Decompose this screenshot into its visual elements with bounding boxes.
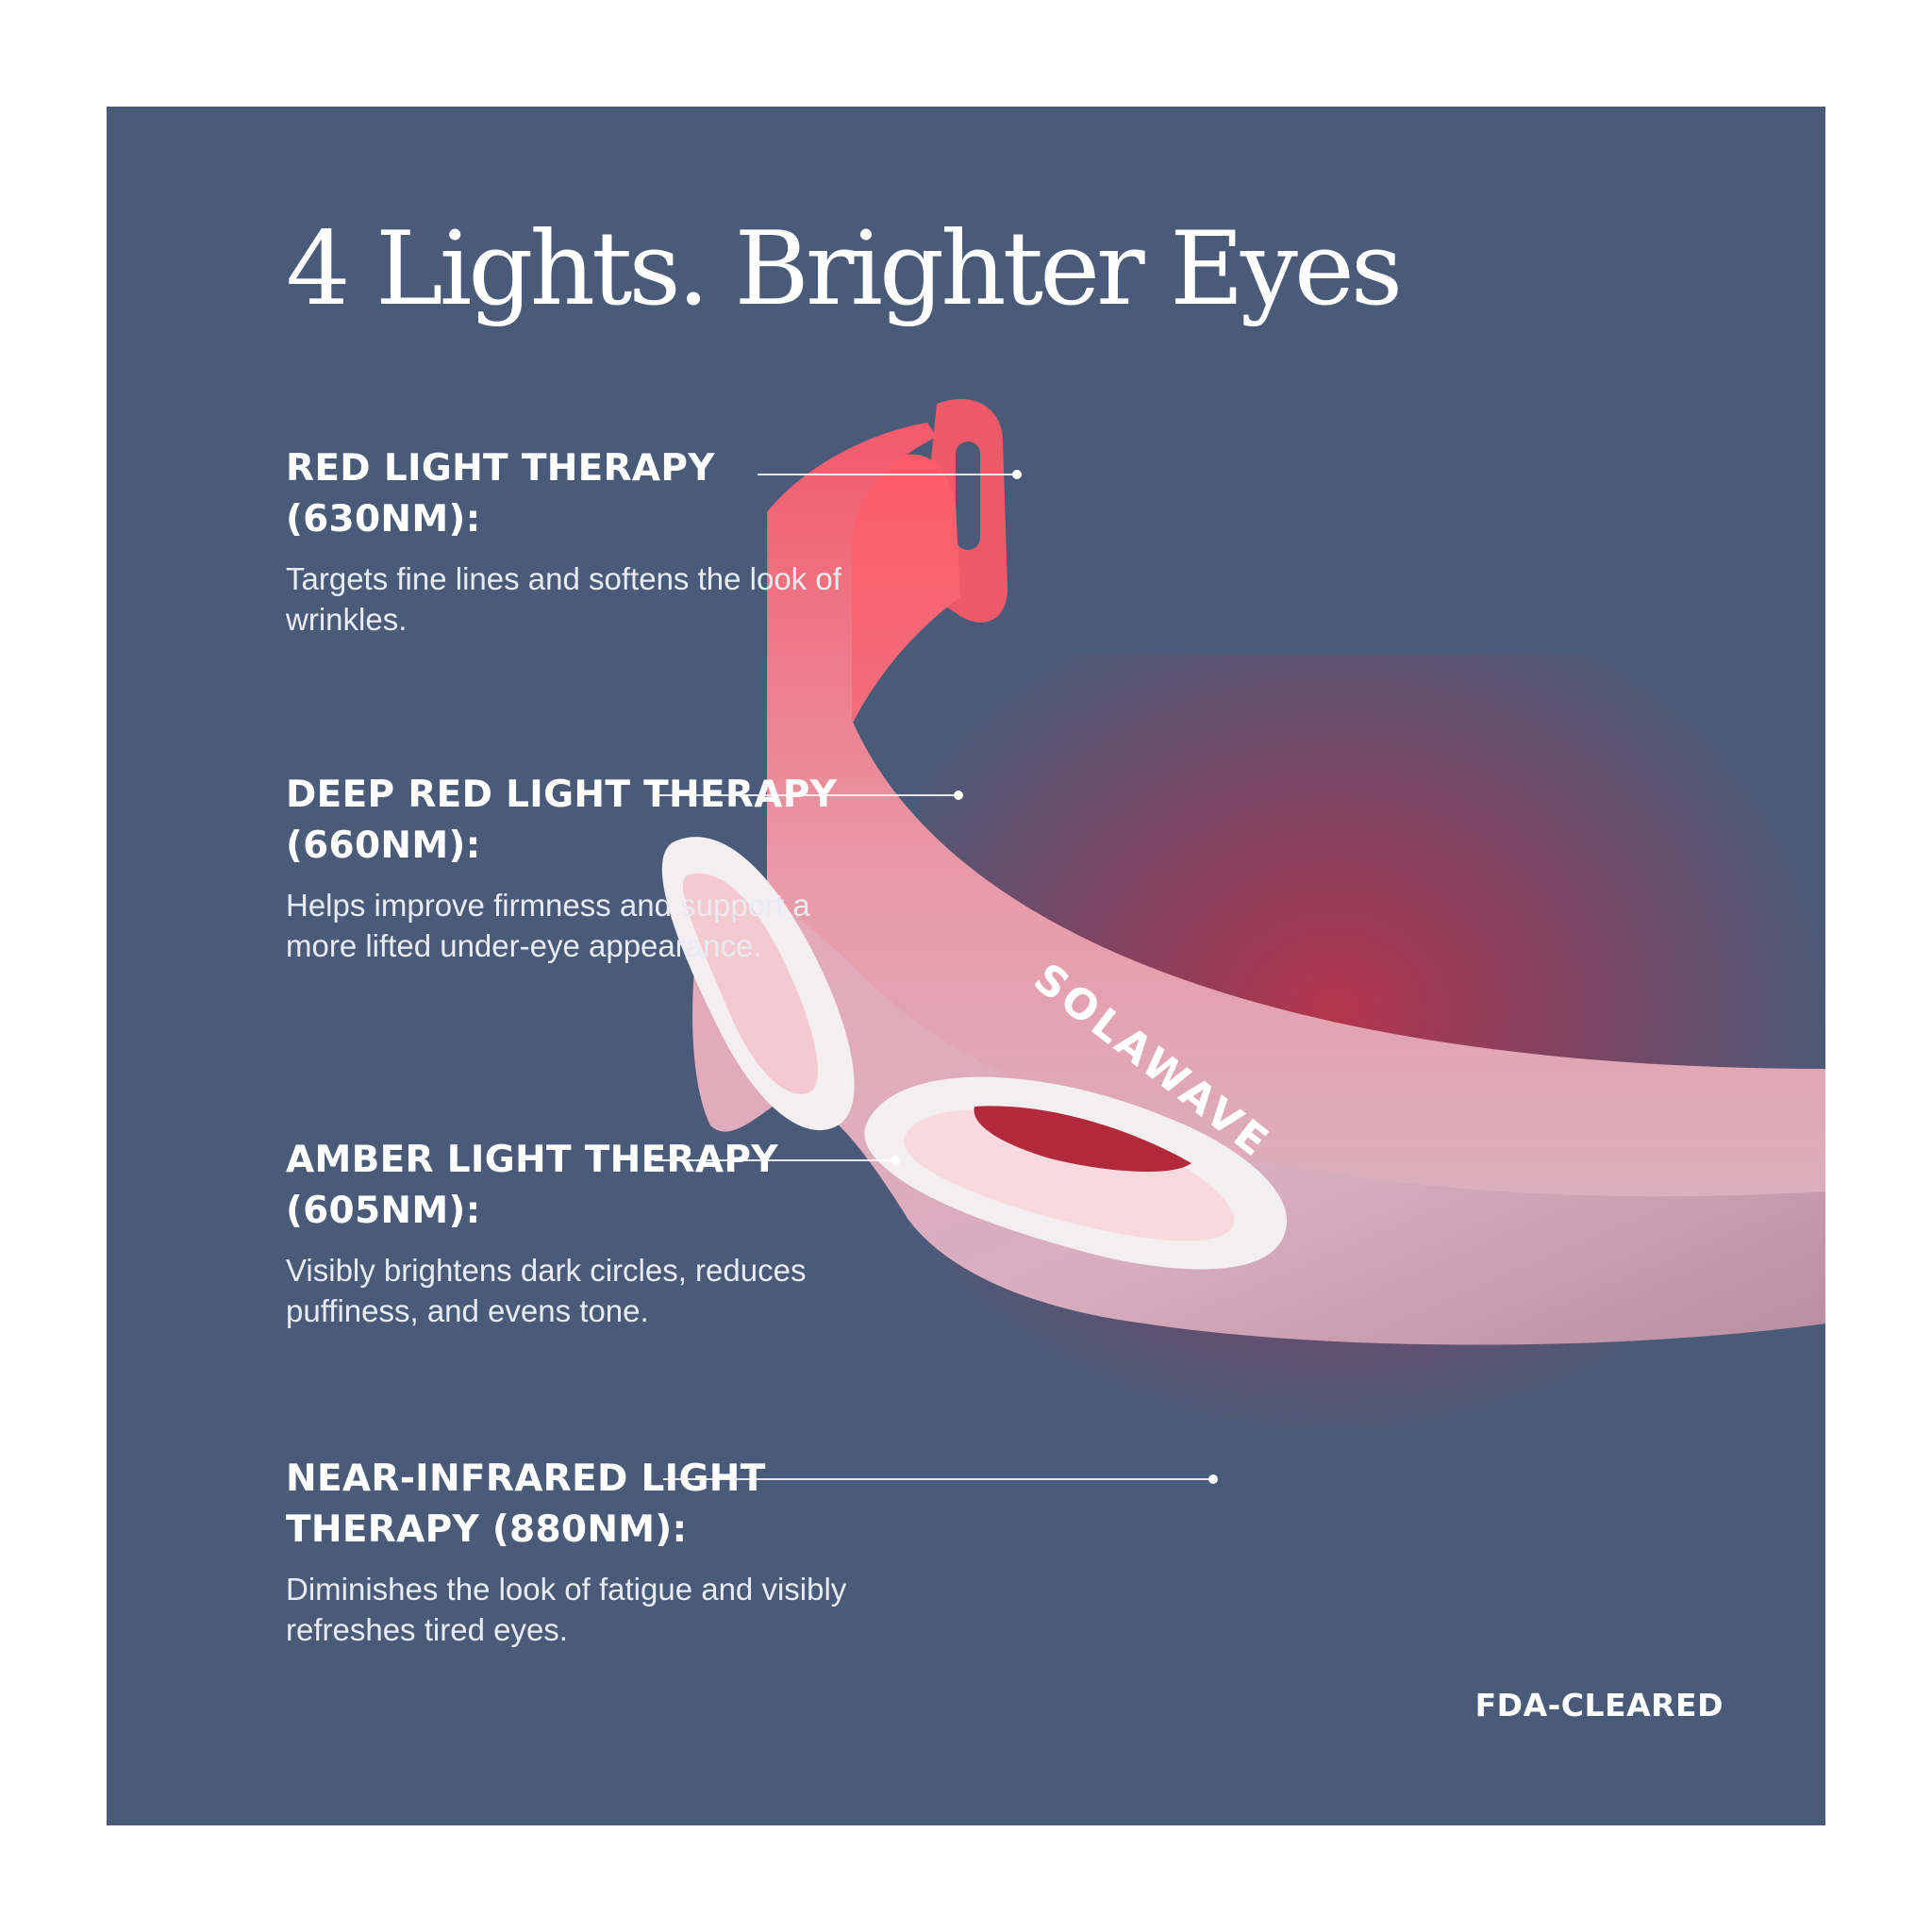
feature-description: Helps improve firmness and support a mor… — [286, 888, 810, 963]
feature-heading: DEEP RED LIGHT THERAPY (660NM): — [286, 774, 838, 867]
feature-heading: NEAR-INFRARED LIGHT THERAPY (880NM): — [286, 1457, 766, 1551]
mask-band — [767, 423, 1825, 1255]
left-eye-light — [683, 873, 818, 1094]
right-eye-opening — [974, 1106, 1191, 1173]
feature-description: Targets fine lines and softens the look … — [286, 561, 841, 637]
feature-heading: RED LIGHT THERAPY (630NM): — [286, 447, 715, 541]
callout-dot-near-infrared — [1208, 1474, 1218, 1484]
feature-near-infrared-light: NEAR-INFRARED LIGHT THERAPY (880NM): Dim… — [286, 1454, 852, 1650]
right-eye-light — [904, 1109, 1235, 1241]
fda-cleared-badge: FDA-CLEARED — [1474, 1687, 1724, 1724]
callout-dot-deep-red — [954, 791, 963, 800]
feature-description: Visibly brightens dark circles, reduces … — [286, 1253, 807, 1328]
eye-mask-illustration: SOLAWAVE — [654, 398, 1825, 1484]
mask-front — [692, 861, 1825, 1345]
strap-slot — [956, 441, 980, 550]
callout-dot-red — [1012, 470, 1022, 479]
feature-heading: AMBER LIGHT THERAPY (605NM): — [286, 1139, 778, 1232]
feature-amber-light: AMBER LIGHT THERAPY (605NM): Visibly bri… — [286, 1135, 852, 1331]
band-inner-wall — [833, 454, 960, 767]
feature-description: Diminishes the look of fatigue and visib… — [286, 1572, 847, 1647]
feature-red-light: RED LIGHT THERAPY (630NM): Targets fine … — [286, 443, 852, 640]
feature-deep-red-light: DEEP RED LIGHT THERAPY (660NM): Helps im… — [286, 770, 852, 966]
callout-dot-amber — [891, 1156, 900, 1165]
page-title: 4 Lights. Brighter Eyes — [286, 210, 1403, 328]
product-panel: 4 Lights. Brighter Eyes — [107, 107, 1825, 1825]
